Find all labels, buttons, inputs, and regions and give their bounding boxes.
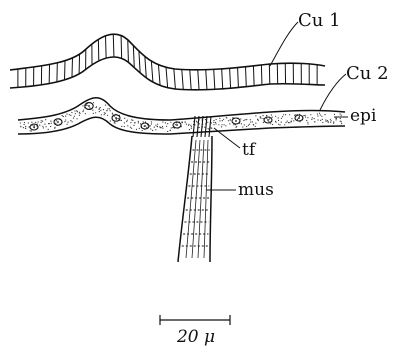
label-mus: mus bbox=[238, 180, 274, 200]
scale-bar bbox=[160, 315, 230, 325]
cuticle-layer-1 bbox=[10, 34, 325, 90]
label-cu2: Cu 2 bbox=[346, 63, 389, 84]
tonofibrils bbox=[193, 116, 211, 137]
scale-bar-label: 20 μ bbox=[176, 327, 215, 347]
cuticle-layer-2-epidermis bbox=[18, 98, 345, 134]
leader-lines bbox=[206, 22, 348, 190]
label-tf: tf bbox=[242, 140, 257, 160]
label-epi: epi bbox=[350, 106, 377, 126]
muscle-fibre bbox=[178, 136, 212, 262]
label-cu1: Cu 1 bbox=[298, 10, 341, 31]
